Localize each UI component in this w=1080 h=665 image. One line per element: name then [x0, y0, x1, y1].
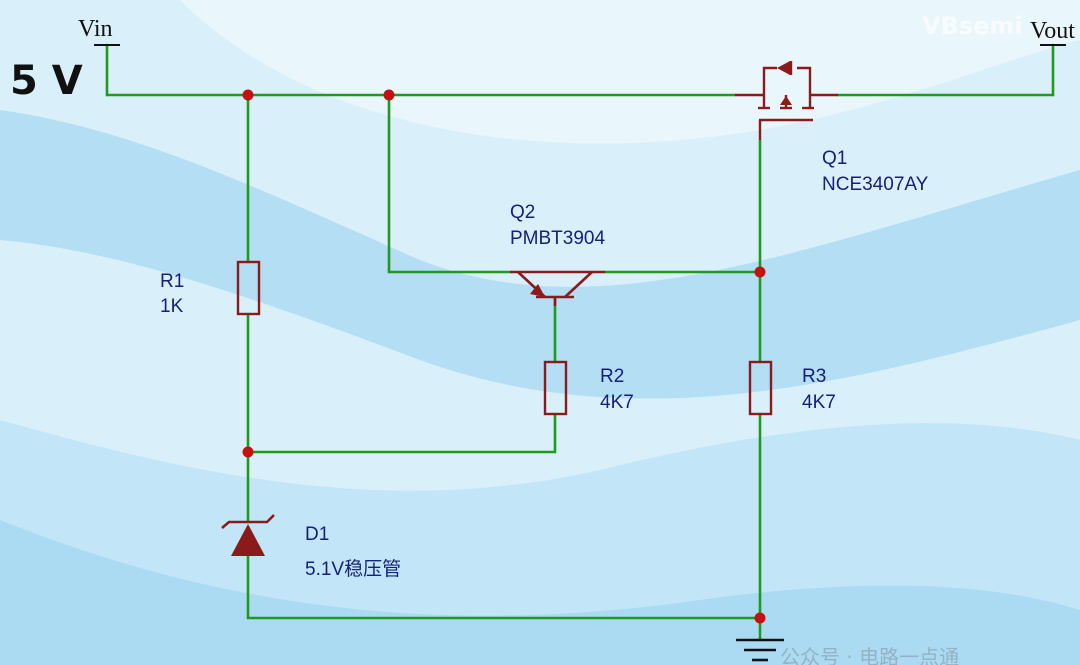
- d1-ref: D1: [305, 524, 329, 545]
- watermark-footer: 公众号 · 电路一点通: [780, 645, 959, 665]
- r2-value: 4K7: [600, 392, 634, 413]
- junction-gate: [754, 266, 766, 278]
- watermark-brand: VBsemi: [922, 12, 1023, 40]
- r1-value: 1K: [160, 296, 184, 317]
- d1-value: 5.1V稳压管: [305, 558, 401, 580]
- transistor-q2: [510, 270, 605, 306]
- r2-ref: R2: [600, 366, 624, 387]
- q2-ref: Q2: [510, 202, 535, 223]
- r1-ref: R1: [160, 271, 184, 292]
- zener-diode-d1: [221, 514, 275, 556]
- ground-icon: [736, 638, 784, 662]
- r3-value: 4K7: [802, 392, 836, 413]
- resistor-r2: [543, 360, 568, 416]
- wire-q2-emitter: [387, 93, 512, 274]
- vin-label: Vin: [78, 16, 113, 42]
- resistor-r1: [236, 260, 261, 316]
- vout-label: Vout: [1030, 18, 1075, 44]
- q2-value: PMBT3904: [510, 228, 605, 249]
- q1-ref: Q1: [822, 148, 847, 169]
- r3-ref: R3: [802, 366, 826, 387]
- junction-vin-q2: [383, 89, 395, 101]
- supply-label: 5 V: [10, 58, 83, 104]
- wire-d1-bottom: [246, 554, 762, 620]
- junction-r1-d1: [242, 446, 254, 458]
- junction-gnd: [754, 612, 766, 624]
- resistor-r3: [748, 360, 773, 416]
- junction-vin-r1: [242, 89, 254, 101]
- mosfet-q1: [735, 61, 838, 140]
- wire-r2-bottom: [246, 412, 557, 454]
- q1-value: NCE3407AY: [822, 174, 929, 195]
